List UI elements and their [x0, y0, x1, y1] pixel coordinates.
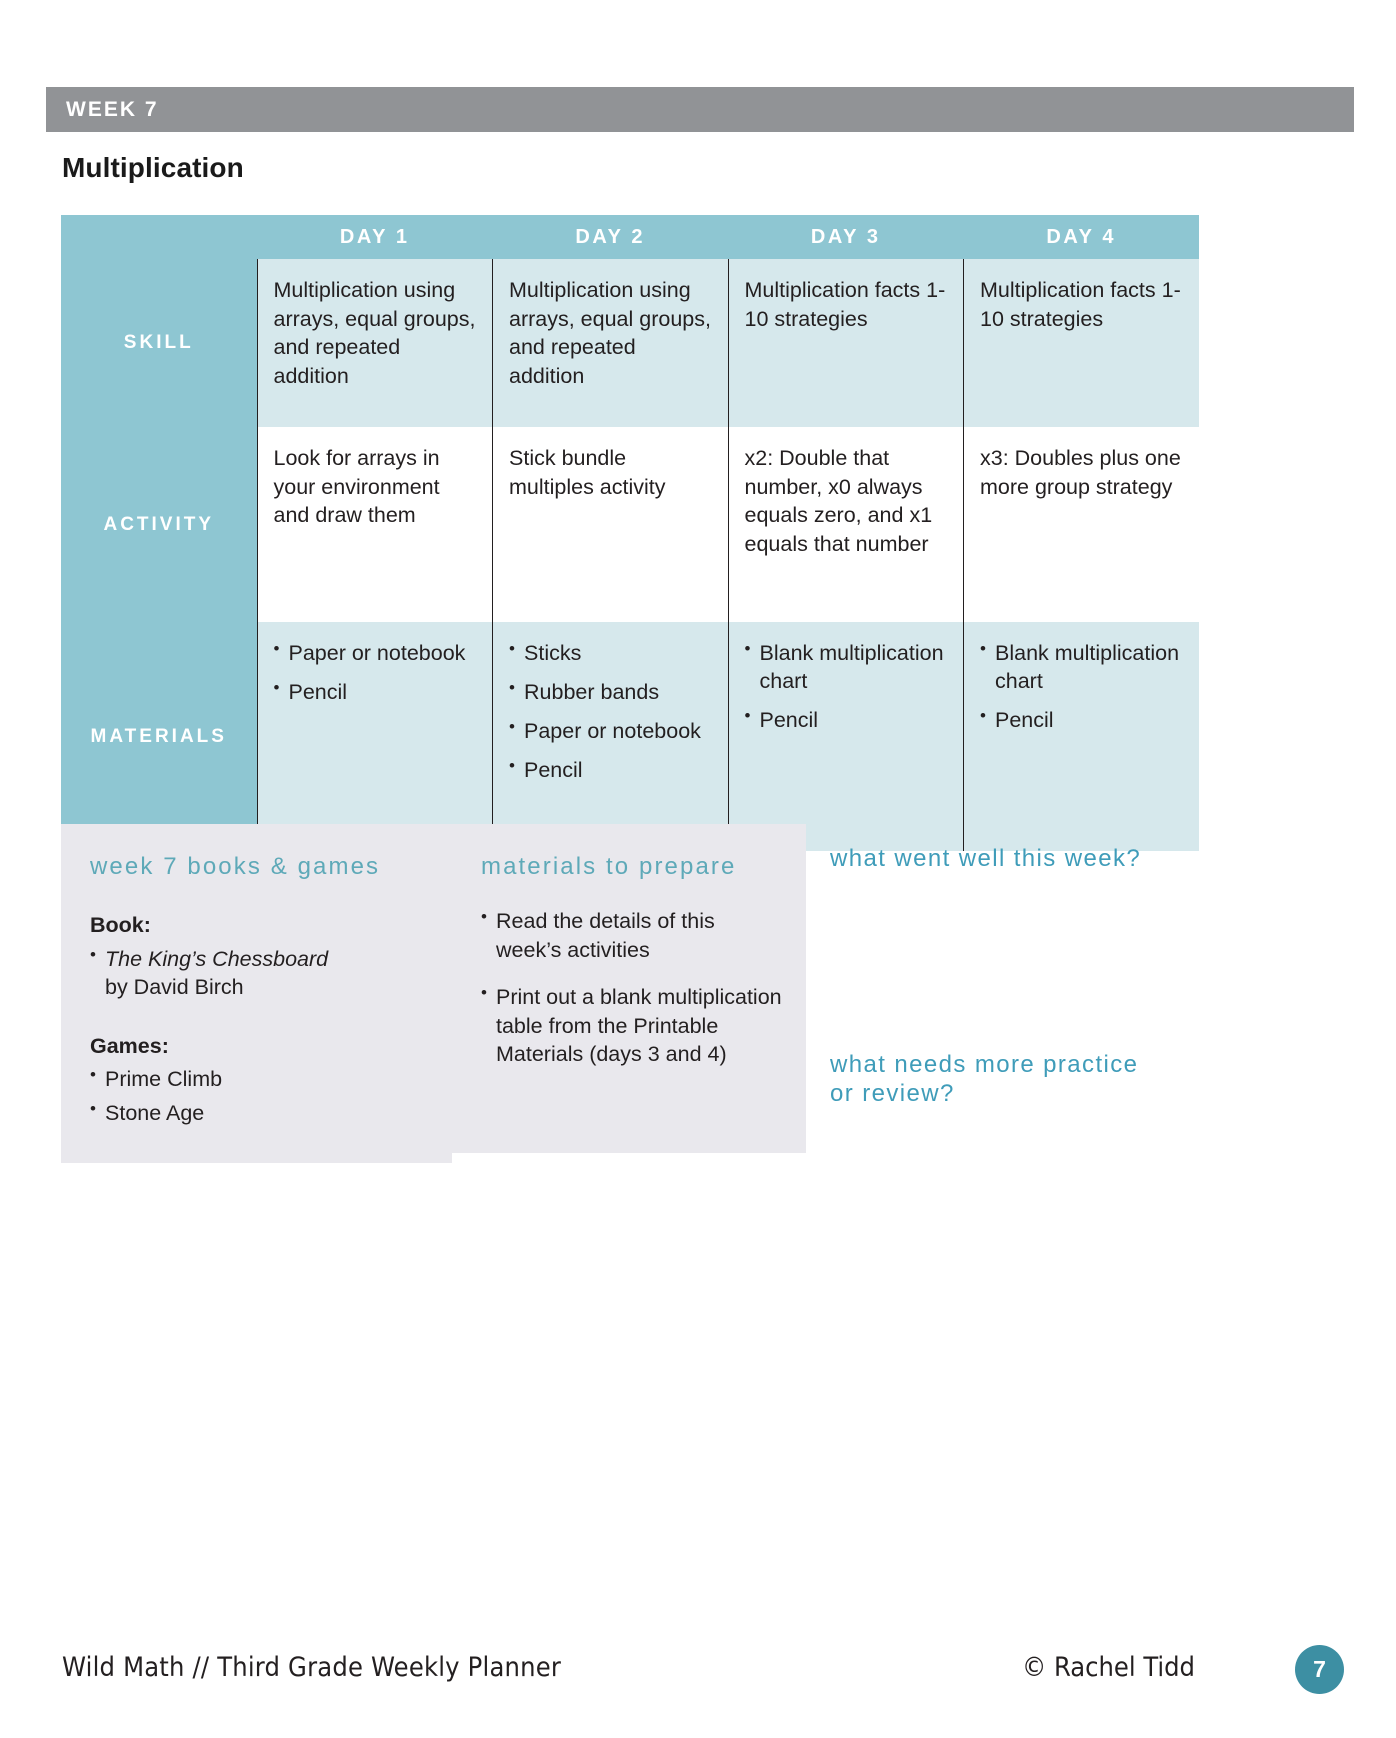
list-item: Paper or notebook [509, 716, 712, 745]
row-label-materials: MATERIALS [61, 622, 257, 851]
list-item: Pencil [980, 705, 1183, 734]
list-item: Blank multiplication chart [980, 638, 1183, 695]
list-item: Stone Age [90, 1098, 430, 1128]
activity-cell-day-1: Look for arrays in your environment and … [256, 427, 493, 622]
prepare-list: Read the details of this week’s activiti… [481, 906, 784, 1069]
page-title: Multiplication [62, 152, 244, 183]
table-header-row: DAY 1 DAY 2 DAY 3 DAY 4 [61, 215, 1199, 259]
book-list-item: The King’s Chessboard by David Birch [90, 944, 430, 1002]
page-number-badge: 7 [1295, 1645, 1344, 1694]
column-header-day-3: DAY 3 [728, 215, 964, 259]
column-header-day-2: DAY 2 [492, 215, 728, 259]
column-header-day-4: DAY 4 [963, 215, 1199, 259]
weekly-planner-table: DAY 1 DAY 2 DAY 3 DAY 4 SKILL Multiplica… [61, 215, 1199, 851]
table-row-skill: SKILL Multiplication using arrays, equal… [61, 259, 1199, 427]
prepare-box-heading: materials to prepare [481, 853, 737, 880]
book-title: The King’s Chessboard [105, 946, 329, 971]
games-list: Prime ClimbStone Age [90, 1064, 430, 1128]
list-item: Sticks [509, 638, 712, 667]
materials-list-day-2: SticksRubber bandsPaper or notebookPenci… [509, 638, 712, 785]
book-author: by David Birch [105, 975, 244, 1000]
materials-list-day-4: Blank multiplication chartPencil [980, 638, 1183, 734]
materials-cell-day-2: SticksRubber bandsPaper or notebookPenci… [492, 622, 728, 851]
list-item: Pencil [509, 755, 712, 784]
skill-cell-day-1: Multiplication using arrays, equal group… [256, 259, 493, 427]
prompt-what-went-well: what went well this week? [830, 845, 1142, 872]
week-banner: WEEK 7 [46, 87, 1354, 132]
books-box-heading: week 7 books & games [90, 853, 381, 880]
book-list: The King’s Chessboard by David Birch [90, 944, 430, 1002]
activity-cell-day-2: Stick bundle multiples activity [492, 427, 728, 622]
materials-cell-day-1: Paper or notebookPencil [256, 622, 493, 851]
table-row-activity: ACTIVITY Look for arrays in your environ… [61, 427, 1199, 622]
column-header-day-1: DAY 1 [257, 215, 493, 259]
materials-list-day-3: Blank multiplication chartPencil [745, 638, 948, 734]
week-banner-label: WEEK 7 [66, 97, 159, 121]
list-item: Pencil [274, 677, 477, 706]
row-label-skill: SKILL [61, 259, 257, 427]
list-item: Prime Climb [90, 1064, 430, 1094]
activity-cell-day-3: x2: Double that number, x0 always equals… [727, 427, 964, 622]
materials-cell-day-4: Blank multiplication chartPencil [963, 622, 1199, 851]
list-item: Pencil [745, 705, 948, 734]
footer-copyright: © Rachel Tidd [1022, 1652, 1195, 1683]
materials-cell-day-3: Blank multiplication chartPencil [727, 622, 964, 851]
list-item: Read the details of this week’s activiti… [481, 906, 784, 964]
list-item: Rubber bands [509, 677, 712, 706]
list-item: Paper or notebook [274, 638, 477, 667]
materials-list-day-1: Paper or notebookPencil [274, 638, 477, 706]
books-and-games-box: week 7 books & games Book: The King’s Ch… [61, 824, 452, 1163]
materials-to-prepare-box: materials to prepare Read the details of… [452, 824, 806, 1153]
table-corner-cell [61, 215, 257, 259]
list-item: Blank multiplication chart [745, 638, 948, 695]
skill-cell-day-3: Multiplication facts 1-10 strategies [727, 259, 964, 427]
table-row-materials: MATERIALS Paper or notebookPencil Sticks… [61, 622, 1199, 851]
skill-cell-day-4: Multiplication facts 1-10 strategies [963, 259, 1199, 427]
books-box-body: Book: The King’s Chessboard by David Birc… [61, 911, 452, 1128]
games-label: Games: [90, 1033, 169, 1058]
book-label: Book: [90, 913, 151, 937]
skill-cell-day-2: Multiplication using arrays, equal group… [492, 259, 728, 427]
activity-cell-day-4: x3: Doubles plus one more group strategy [963, 427, 1199, 622]
prepare-box-body: Read the details of this week’s activiti… [452, 881, 806, 1069]
list-item: Print out a blank multiplication table f… [481, 982, 784, 1069]
prompt-needs-practice: what needs more practice or review? [830, 1051, 1139, 1108]
footer-title: Wild Math // Third Grade Weekly Planner [62, 1652, 562, 1683]
row-label-activity: ACTIVITY [61, 427, 257, 622]
